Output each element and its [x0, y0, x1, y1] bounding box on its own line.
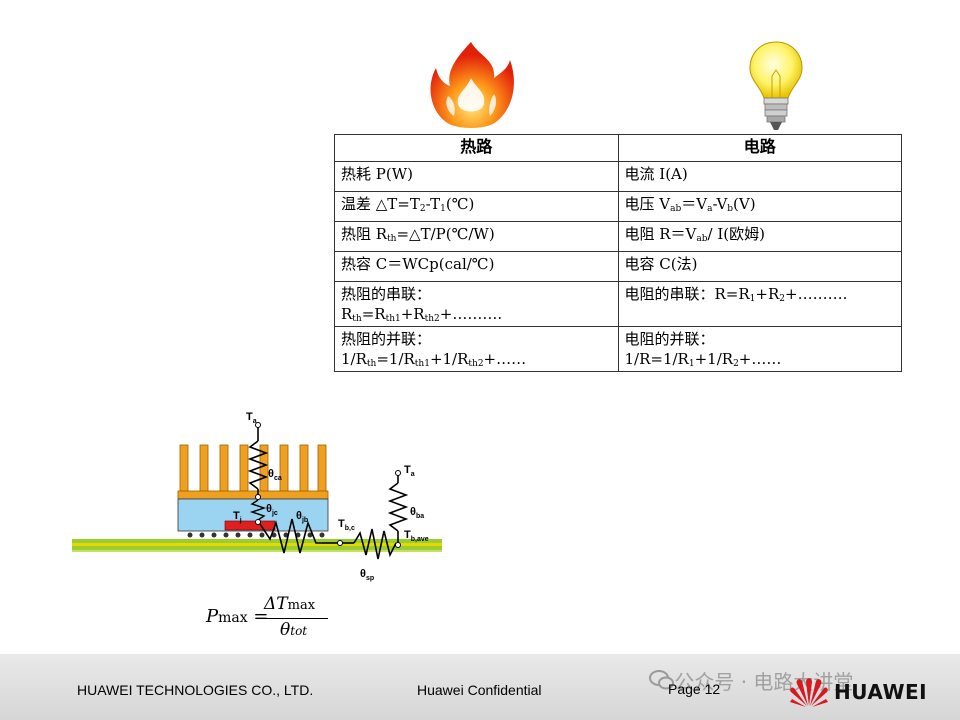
- resistor-theta-ba: [387, 475, 409, 542]
- label-ta-top: Ta: [246, 411, 257, 425]
- solder-balls: [187, 532, 325, 538]
- table-cell: 电阻的并联：1/R=1/R1+1/R2+……: [617, 326, 902, 372]
- node-tc: [255, 494, 261, 500]
- table-cell: 热耗 P(W): [334, 161, 619, 192]
- header-thermal: 热路: [334, 134, 619, 162]
- resistor-theta-sp: [342, 528, 397, 560]
- resistor-theta-jc: [249, 499, 267, 521]
- footer: HUAWEI TECHNOLOGIES CO., LTD. Huawei Con…: [0, 654, 960, 720]
- table-cell: 热阻的串联：Rth=Rth1+Rth2+……….: [334, 281, 619, 327]
- company-name: HUAWEI TECHNOLOGIES CO., LTD.: [77, 682, 314, 698]
- table-header-row: 热路 电路: [334, 134, 902, 162]
- board-layer: [72, 550, 442, 552]
- board-layer: [72, 543, 442, 546]
- heatsink: [177, 444, 329, 500]
- formula-lhs: Pmax =: [206, 606, 269, 627]
- table-row: 热耗 P(W) 电流 I(A): [334, 161, 902, 192]
- label-tbave: Tb,ave: [404, 529, 429, 543]
- light-bulb-icon: [749, 41, 803, 130]
- header-electrical: 电路: [617, 134, 902, 162]
- thermal-electrical-analogy-table: 热路 电路 热耗 P(W) 电流 I(A) 温差 △T=T2-T1(℃) 电压 …: [334, 134, 902, 372]
- table-row: 温差 △T=T2-T1(℃) 电压 Vab＝Va-Vb(V): [334, 191, 902, 222]
- label-tbc: Tb,c: [338, 518, 355, 532]
- huawei-wordmark: HUAWEI: [834, 680, 928, 704]
- table-cell: 电阻 R＝Vab/ I(欧姆): [617, 221, 902, 252]
- formula-denominator: θtot: [280, 620, 308, 640]
- table-cell: 热阻的并联：1/Rth=1/Rth1+1/Rth2+……: [334, 326, 619, 372]
- label-ta-right: Ta: [404, 464, 415, 478]
- label-theta-jc: θjc: [266, 503, 278, 517]
- node-tbave: [395, 542, 401, 548]
- die: [224, 520, 276, 531]
- table-cell: 热阻 Rth=△T/P(℃/W): [334, 221, 619, 252]
- fraction-bar: [262, 618, 328, 619]
- table-cell: 电阻的串联：R=R1+R2+……….: [617, 281, 902, 327]
- label-theta-ca: θca: [268, 468, 282, 482]
- node-ta-top: [255, 422, 261, 428]
- thermal-resistance-diagram: Ta θca θjc θjb Tj Tb,c Ta θba Tb,ave θsp: [72, 411, 442, 582]
- table-row: 热阻的串联：Rth=Rth1+Rth2+………. 电阻的串联：R=R1+R2+……: [334, 281, 902, 327]
- node-ta-right: [395, 470, 401, 476]
- table-cell: 电流 I(A): [617, 161, 902, 192]
- formula-numerator: ΔTmax: [264, 594, 316, 614]
- board-layer: [72, 539, 442, 543]
- table-cell: 温差 △T=T2-T1(℃): [334, 191, 619, 222]
- huawei-logo-icon: [790, 678, 828, 707]
- confidential-label: Huawei Confidential: [417, 682, 542, 698]
- table-cell: 热容 C＝WCp(cal/℃): [334, 251, 619, 282]
- table-row: 热容 C＝WCp(cal/℃) 电容 C(法): [334, 251, 902, 282]
- label-theta-sp: θsp: [360, 568, 374, 582]
- label-theta-ba: θba: [410, 506, 424, 520]
- label-tj: Tj: [233, 510, 242, 524]
- page-number: Page 12: [668, 681, 721, 697]
- pmax-formula: Pmax = ΔTmax θtot: [206, 594, 336, 646]
- node-tbc: [337, 540, 343, 546]
- flame-icon: [430, 42, 514, 128]
- node-tj: [255, 519, 261, 525]
- label-theta-jb: θjb: [296, 510, 308, 524]
- table-row: 热阻 Rth=△T/P(℃/W) 电阻 R＝Vab/ I(欧姆): [334, 221, 902, 252]
- table-cell: 电压 Vab＝Va-Vb(V): [617, 191, 902, 222]
- table-cell: 电容 C(法): [617, 251, 902, 282]
- wechat-icon: [649, 670, 674, 690]
- table-row: 热阻的并联：1/Rth=1/Rth1+1/Rth2+…… 电阻的并联：1/R=1…: [334, 326, 902, 372]
- resistor-theta-jb: [259, 518, 338, 554]
- board-layer: [72, 546, 442, 550]
